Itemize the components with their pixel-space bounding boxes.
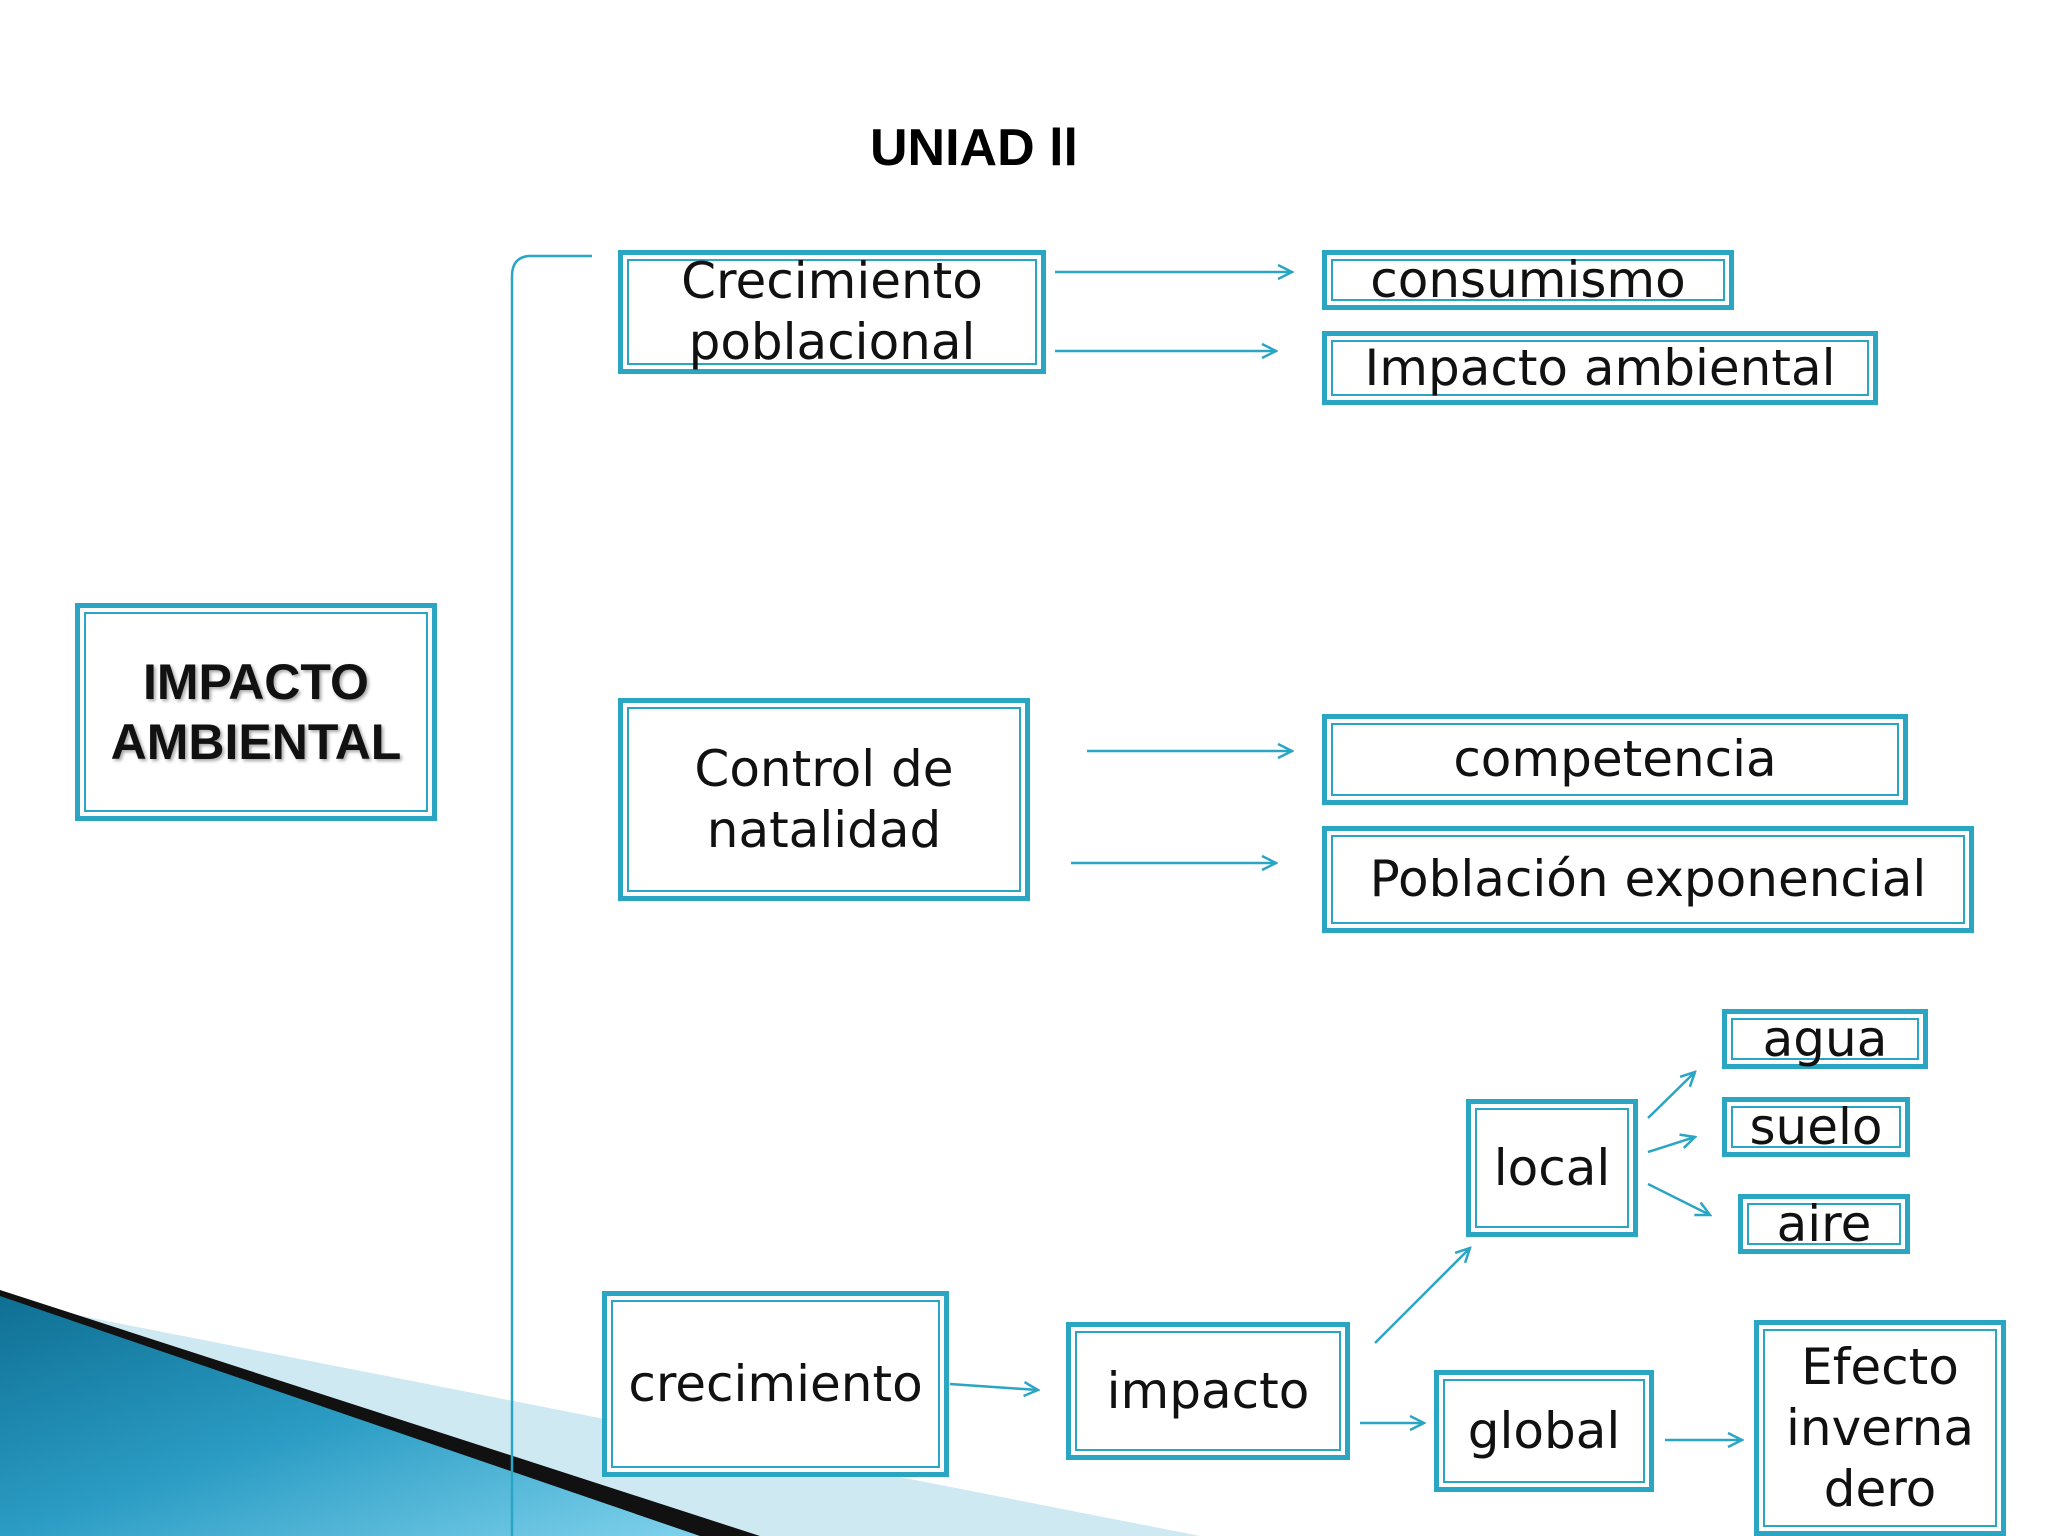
node-poblacion-exponencial: Población exponencial <box>1322 826 1974 933</box>
node-global: global <box>1434 1370 1654 1492</box>
arrow-impacto <box>949 1384 1038 1390</box>
node-impacto: impacto <box>1066 1322 1350 1460</box>
node-suelo-label: suelo <box>1749 1097 1883 1156</box>
node-impacto-ambiental: Impacto ambiental <box>1322 331 1878 405</box>
node-consumismo: consumismo <box>1322 250 1734 310</box>
swoosh-dark <box>0 1290 760 1536</box>
node-local-label: local <box>1493 1138 1611 1197</box>
node-local: local <box>1466 1099 1638 1237</box>
node-control-natalidad-line2: natalidad <box>706 800 942 859</box>
main-node-line2: AMBIENTAL <box>110 714 402 770</box>
node-agua: agua <box>1722 1009 1928 1069</box>
node-crecimiento-poblacional: Crecimiento poblacional <box>618 250 1046 374</box>
node-crecimiento-poblacional-line1: Crecimiento <box>681 252 983 310</box>
node-consumismo-label: consumismo <box>1370 250 1686 309</box>
node-control-natalidad: Control de natalidad <box>618 698 1030 901</box>
node-efecto-invernadero: Efecto inverna dero <box>1754 1320 2006 1536</box>
node-impacto-label: impacto <box>1106 1361 1310 1420</box>
node-aire-label: aire <box>1776 1194 1872 1253</box>
main-node-line1: IMPACTO <box>143 654 369 710</box>
node-crecimiento-poblacional-line2: poblacional <box>688 313 976 371</box>
node-control-natalidad-line1: Control de <box>694 739 954 798</box>
bracket-line <box>510 254 592 1536</box>
node-suelo: suelo <box>1722 1097 1910 1157</box>
node-competencia: competencia <box>1322 714 1908 805</box>
page-title: UNIAD ll <box>870 119 1078 177</box>
node-crecimiento: crecimiento <box>602 1291 949 1477</box>
node-efecto-line1: Efecto <box>1801 1337 1959 1396</box>
node-impacto-ambiental-label: Impacto ambiental <box>1364 338 1836 397</box>
main-node-impacto-ambiental: IMPACTO AMBIENTAL <box>75 603 437 821</box>
node-efecto-line3: dero <box>1823 1459 1937 1518</box>
arrow-suelo <box>1647 1137 1695 1154</box>
arrow-local <box>1374 1248 1470 1344</box>
arrow-aire <box>1647 1182 1710 1215</box>
node-aire: aire <box>1738 1194 1910 1254</box>
node-crecimiento-label: crecimiento <box>628 1354 923 1413</box>
swoosh-blue <box>0 1296 700 1536</box>
arrow-agua <box>1647 1072 1695 1119</box>
node-poblacion-exponencial-label: Población exponencial <box>1369 850 1927 908</box>
node-efecto-line2: inverna <box>1786 1398 1974 1457</box>
node-global-label: global <box>1467 1401 1621 1460</box>
node-agua-label: agua <box>1762 1009 1888 1068</box>
node-competencia-label: competencia <box>1453 730 1777 788</box>
